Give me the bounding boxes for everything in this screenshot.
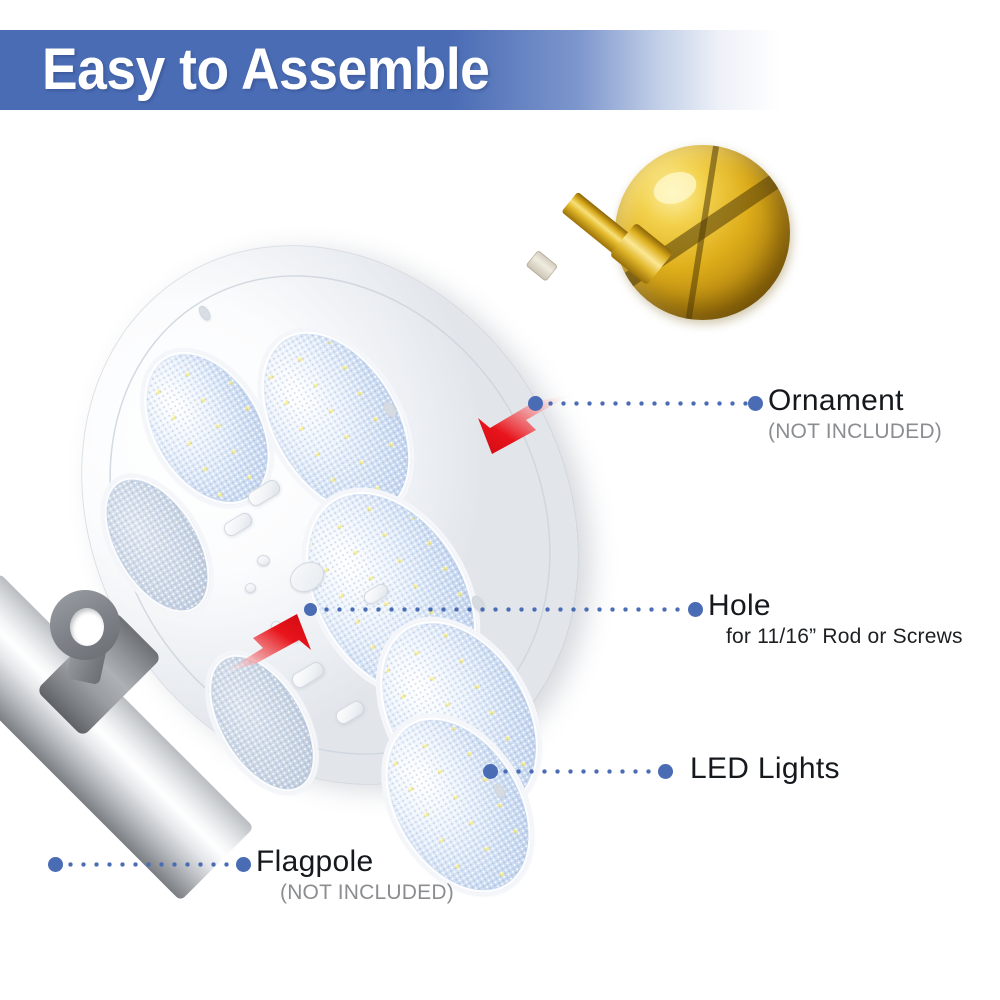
callout-title-ornament: Ornament: [768, 384, 904, 417]
header-banner: [0, 30, 1000, 110]
callout-line-led: [499, 769, 662, 774]
callout-title-hole: Hole: [708, 589, 771, 622]
callout-flagpole: Flagpole (NOT INCLUDED): [256, 846, 454, 906]
callout-anchor-dot-led: [483, 764, 498, 779]
ball-highlight: [649, 166, 701, 210]
callout-end-dot-hole: [688, 602, 703, 617]
callout-anchor-dot-ornament: [528, 396, 543, 411]
ornament-threaded-tip: [525, 249, 559, 282]
callout-anchor-dot-flagpole: [48, 857, 63, 872]
callout-subtitle-flagpole: (NOT INCLUDED): [280, 880, 454, 904]
vent-hole: [257, 555, 270, 566]
callout-title-flagpole: Flagpole: [256, 845, 374, 878]
callout-led-lights: LED Lights: [690, 753, 840, 785]
callout-line-flagpole: [64, 862, 240, 867]
banner-title: Easy to Assemble: [42, 37, 490, 102]
callout-end-dot-led: [658, 764, 673, 779]
gold-ornament-finial: [520, 140, 820, 410]
red-arrow-flagpole: [221, 614, 311, 674]
flagpole: [0, 572, 270, 1000]
callout-subtitle-ornament: (NOT INCLUDED): [768, 419, 942, 443]
vent-hole: [245, 583, 256, 593]
flagpole-eyelet-hole: [70, 608, 104, 646]
red-arrow-ornament: [478, 394, 572, 454]
callout-anchor-dot-hole: [304, 603, 317, 616]
callout-hole: Hole for 11/16” Rod or Screws: [708, 590, 963, 650]
callout-end-dot-ornament: [748, 396, 763, 411]
callout-end-dot-flagpole: [236, 857, 251, 872]
callout-title-led-lights: LED Lights: [690, 752, 840, 785]
callout-ornament: Ornament (NOT INCLUDED): [768, 385, 942, 445]
callout-subtitle-hole: for 11/16” Rod or Screws: [726, 624, 963, 648]
callout-line-ornament: [544, 401, 752, 406]
callout-line-hole: [320, 607, 690, 612]
